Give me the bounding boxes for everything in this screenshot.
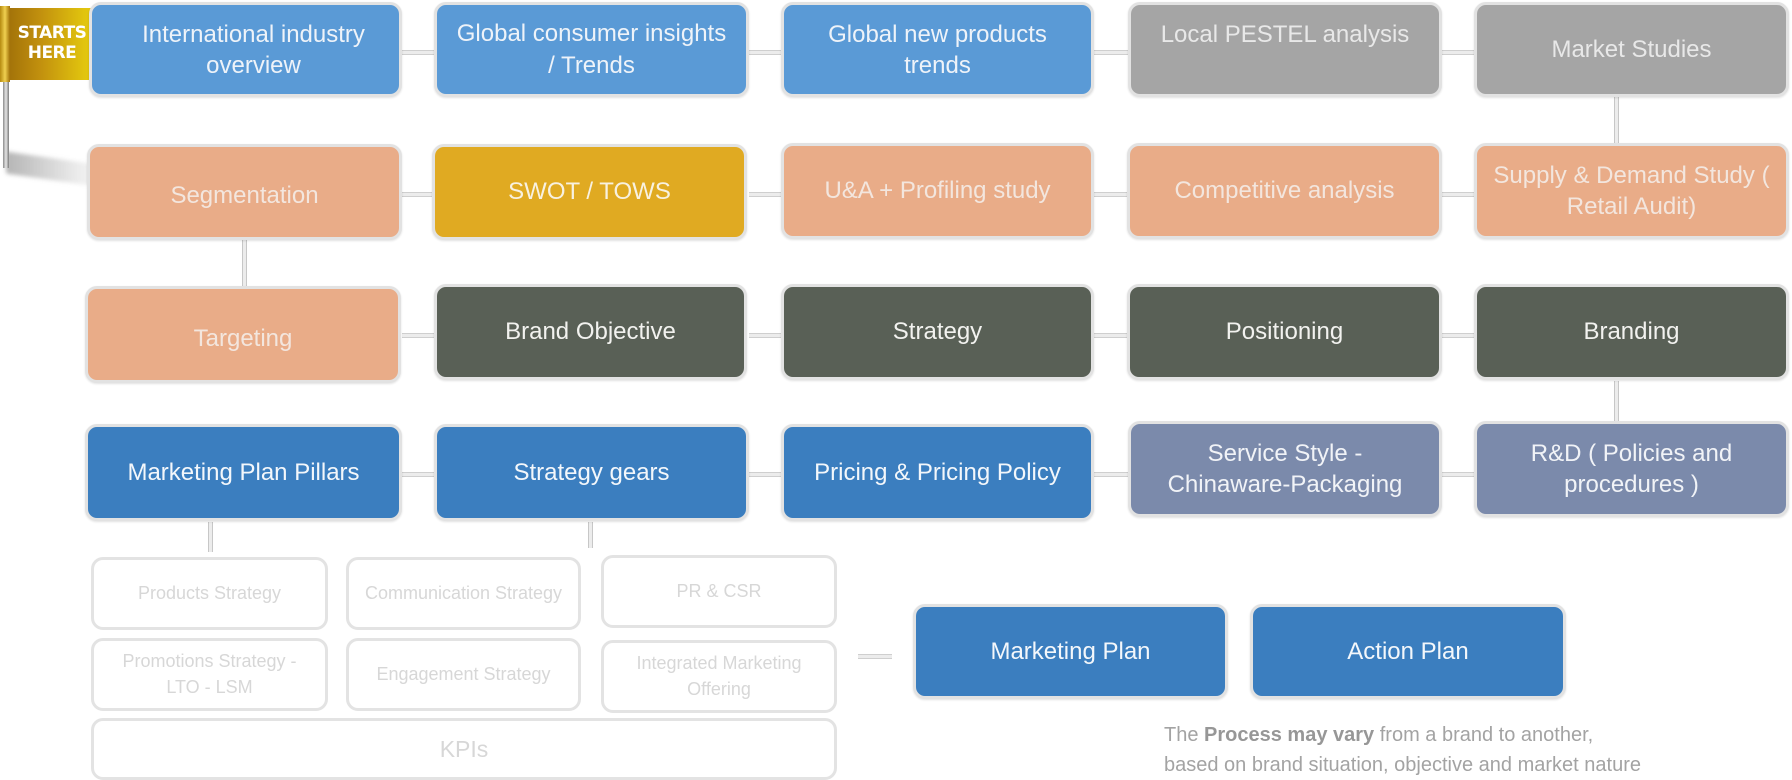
pillar-products-strategy[interactable]: Products Strategy [91,557,328,630]
pillar-integrated-marketing-offering[interactable]: Integrated Marketing Offering [601,640,837,713]
connector [402,50,434,55]
step-strategy[interactable]: Strategy [781,284,1094,380]
pillar-label: Communication Strategy [364,582,563,603]
connector [402,192,434,197]
connector [1442,472,1474,477]
pillar-communication-strategy[interactable]: Communication Strategy [346,557,581,630]
pillar-engagement-strategy[interactable]: Engagement Strategy [346,638,581,711]
process-note: The Process may vary from a brand to ano… [1164,720,1641,780]
step-label: Positioning [1225,318,1344,346]
flag-pole [3,8,9,168]
connector [749,50,781,55]
step-label: Pricing & Pricing Policy [814,458,1061,486]
step-strategy-gears[interactable]: Strategy gears [434,424,749,521]
connector [749,333,781,338]
step-label: Segmentation [170,182,319,210]
step-label: Targeting [193,324,293,352]
step-competitive-analysis[interactable]: Competitive analysis [1127,143,1442,239]
step-label: Global new products trends [828,21,1047,80]
connector [1442,333,1474,338]
pillar-label: Engagement Strategy [376,663,551,684]
connector [242,240,247,286]
step-supply-demand-study[interactable]: Supply & Demand Study ( Retail Audit) [1474,143,1789,239]
flag-line-1: STARTS [17,23,87,44]
step-label: Global consumer insights / Trends [456,20,727,79]
connector [749,192,781,197]
note-prefix: The [1164,724,1205,746]
step-label: SWOT / TOWS [508,178,671,206]
connector [402,472,434,477]
step-global-consumer-insights[interactable]: Global consumer insights / Trends [434,2,749,97]
step-ua-profiling-study[interactable]: U&A + Profiling study [781,143,1094,239]
output-label: Marketing Plan [990,637,1151,665]
output-action-plan[interactable]: Action Plan [1250,604,1566,699]
connector [588,522,593,548]
step-global-new-products-trends[interactable]: Global new products trends [781,2,1094,97]
step-label: Competitive analysis [1174,177,1395,205]
step-label: Supply & Demand Study ( Retail Audit) [1493,161,1770,220]
pillar-label: Promotions Strategy - LTO - LSM [122,651,297,697]
step-marketing-plan-pillars[interactable]: Marketing Plan Pillars [85,424,402,521]
step-label: Service Style - Chinaware-Packaging [1167,439,1403,498]
step-label: International industry overview [142,21,365,80]
step-label: U&A + Profiling study [824,177,1051,205]
pillar-label: KPIs [439,735,489,762]
step-local-pestel-analysis[interactable]: Local PESTEL analysis [1128,2,1442,97]
step-label: Strategy [892,318,983,346]
connector [858,654,892,659]
flag-line-2: HERE [27,43,77,63]
step-swot-tows[interactable]: SWOT / TOWS [432,144,747,240]
step-label: Local PESTEL analysis [1160,21,1410,48]
step-service-style[interactable]: Service Style - Chinaware-Packaging [1128,421,1442,517]
connector [402,333,434,338]
connector [1442,50,1474,55]
step-label: Strategy gears [513,458,670,486]
step-brand-objective[interactable]: Brand Objective [434,284,747,380]
connector [1442,192,1474,197]
note-suffix: from a brand to another, [1374,724,1594,746]
step-label: Brand Objective [505,318,676,346]
output-marketing-plan[interactable]: Marketing Plan [913,604,1228,699]
connector [749,472,781,477]
note-line-2: based on brand situation, objective and … [1164,754,1641,776]
pillar-label: Products Strategy [137,582,282,603]
connector [1094,333,1128,338]
step-label: Branding [1583,318,1680,346]
step-label: Market Studies [1551,35,1712,63]
connector [1094,50,1128,55]
output-label: Action Plan [1347,637,1469,665]
step-targeting[interactable]: Targeting [85,286,401,383]
connector [208,522,213,552]
pillar-label: PR & CSR [676,580,762,601]
step-segmentation[interactable]: Segmentation [87,144,402,240]
step-international-industry-overview[interactable]: International industry overview [89,2,402,97]
step-label: R&D ( Policies and procedures ) [1530,439,1733,498]
step-market-studies[interactable]: Market Studies [1474,2,1789,97]
note-line-1: The Process may vary from a brand to ano… [1164,720,1641,750]
pillar-label: Integrated Marketing Offering [636,653,802,699]
connector [1614,97,1619,144]
connector [1094,472,1128,477]
note-bold: Process may vary [1204,724,1375,746]
pillar-kpis[interactable]: KPIs [91,718,837,780]
step-label: Marketing Plan Pillars [127,458,360,486]
pillar-pr-csr[interactable]: PR & CSR [601,555,837,628]
step-branding[interactable]: Branding [1474,284,1789,380]
step-pricing-policy[interactable]: Pricing & Pricing Policy [781,424,1094,521]
connector [1094,192,1128,197]
connector [1614,381,1619,424]
flag-pole-top [0,6,10,82]
step-rnd-policies[interactable]: R&D ( Policies and procedures ) [1474,421,1789,517]
step-positioning[interactable]: Positioning [1127,284,1442,380]
pillar-promotions-strategy[interactable]: Promotions Strategy - LTO - LSM [91,638,328,711]
